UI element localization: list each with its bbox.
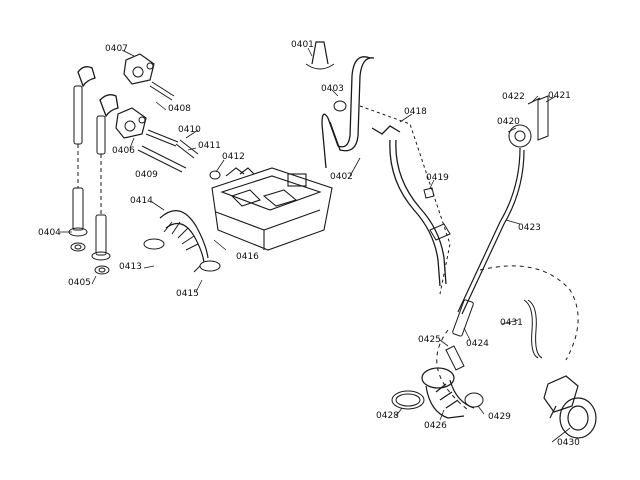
label-0419: 0419	[426, 173, 449, 183]
drain-pump-0430	[543, 375, 597, 439]
connector-piece	[429, 223, 451, 241]
washer-0405-right	[94, 265, 110, 275]
detergent-drawer-0416	[211, 167, 333, 251]
label-0424: 0424	[466, 339, 489, 349]
label-0412: 0412	[222, 152, 245, 162]
label-0407: 0407	[105, 44, 128, 54]
inlet-hose-left	[68, 66, 96, 237]
label-0428: 0428	[376, 411, 399, 421]
label-0429: 0429	[488, 412, 511, 422]
label-0422: 0422	[502, 92, 525, 102]
label-0411: 0411	[198, 141, 221, 151]
tube-0424	[452, 299, 474, 337]
clamp-0403	[333, 100, 347, 112]
clip-0419	[423, 187, 435, 199]
air-trap-0401	[305, 41, 335, 70]
inlet-valve-0407	[123, 53, 155, 85]
sump-hose-0426	[421, 367, 475, 419]
bellows-hose-0414	[159, 210, 209, 263]
pressure-hose-0402	[321, 56, 375, 169]
label-0425: 0425	[418, 335, 441, 345]
label-0406: 0406	[112, 146, 135, 156]
leader-lines	[60, 47, 571, 443]
label-0409: 0409	[135, 170, 158, 180]
wire-0431	[523, 299, 543, 359]
inlet-valve-0406	[115, 107, 147, 139]
washer-0405-left	[70, 242, 86, 252]
label-0420: 0420	[497, 117, 520, 127]
inlet-hose-right	[91, 94, 119, 261]
label-0414: 0414	[130, 196, 153, 206]
label-0413: 0413	[119, 262, 142, 272]
label-0418: 0418	[404, 107, 427, 117]
label-0405: 0405	[68, 278, 91, 288]
label-0416: 0416	[236, 252, 259, 262]
screw-0422	[527, 97, 541, 105]
sump-hose-dashed	[436, 265, 579, 411]
label-0401: 0401	[291, 40, 314, 50]
clamp-0428	[391, 390, 425, 410]
bracket-0421	[537, 95, 549, 141]
pressure-switch-0420	[508, 124, 532, 148]
clamp-0413	[143, 238, 165, 250]
label-0402: 0402	[330, 172, 353, 182]
hose-0425	[445, 345, 465, 371]
label-0426: 0426	[424, 421, 447, 431]
label-0421: 0421	[548, 91, 571, 101]
label-0410: 0410	[178, 125, 201, 135]
clamp-0412	[209, 170, 221, 180]
label-0430: 0430	[557, 438, 580, 448]
label-0431: 0431	[500, 318, 523, 328]
label-0423: 0423	[518, 223, 541, 233]
hose-0418	[371, 125, 447, 287]
clamp-0429	[464, 392, 484, 408]
clamp-0415	[193, 260, 221, 273]
tubes-0408-0411	[137, 81, 199, 173]
hose-0423	[457, 147, 525, 315]
label-0415: 0415	[176, 289, 199, 299]
dashed-frame-0418	[359, 105, 451, 295]
label-0403: 0403	[321, 84, 344, 94]
label-0404: 0404	[38, 228, 61, 238]
label-0408: 0408	[168, 104, 191, 114]
